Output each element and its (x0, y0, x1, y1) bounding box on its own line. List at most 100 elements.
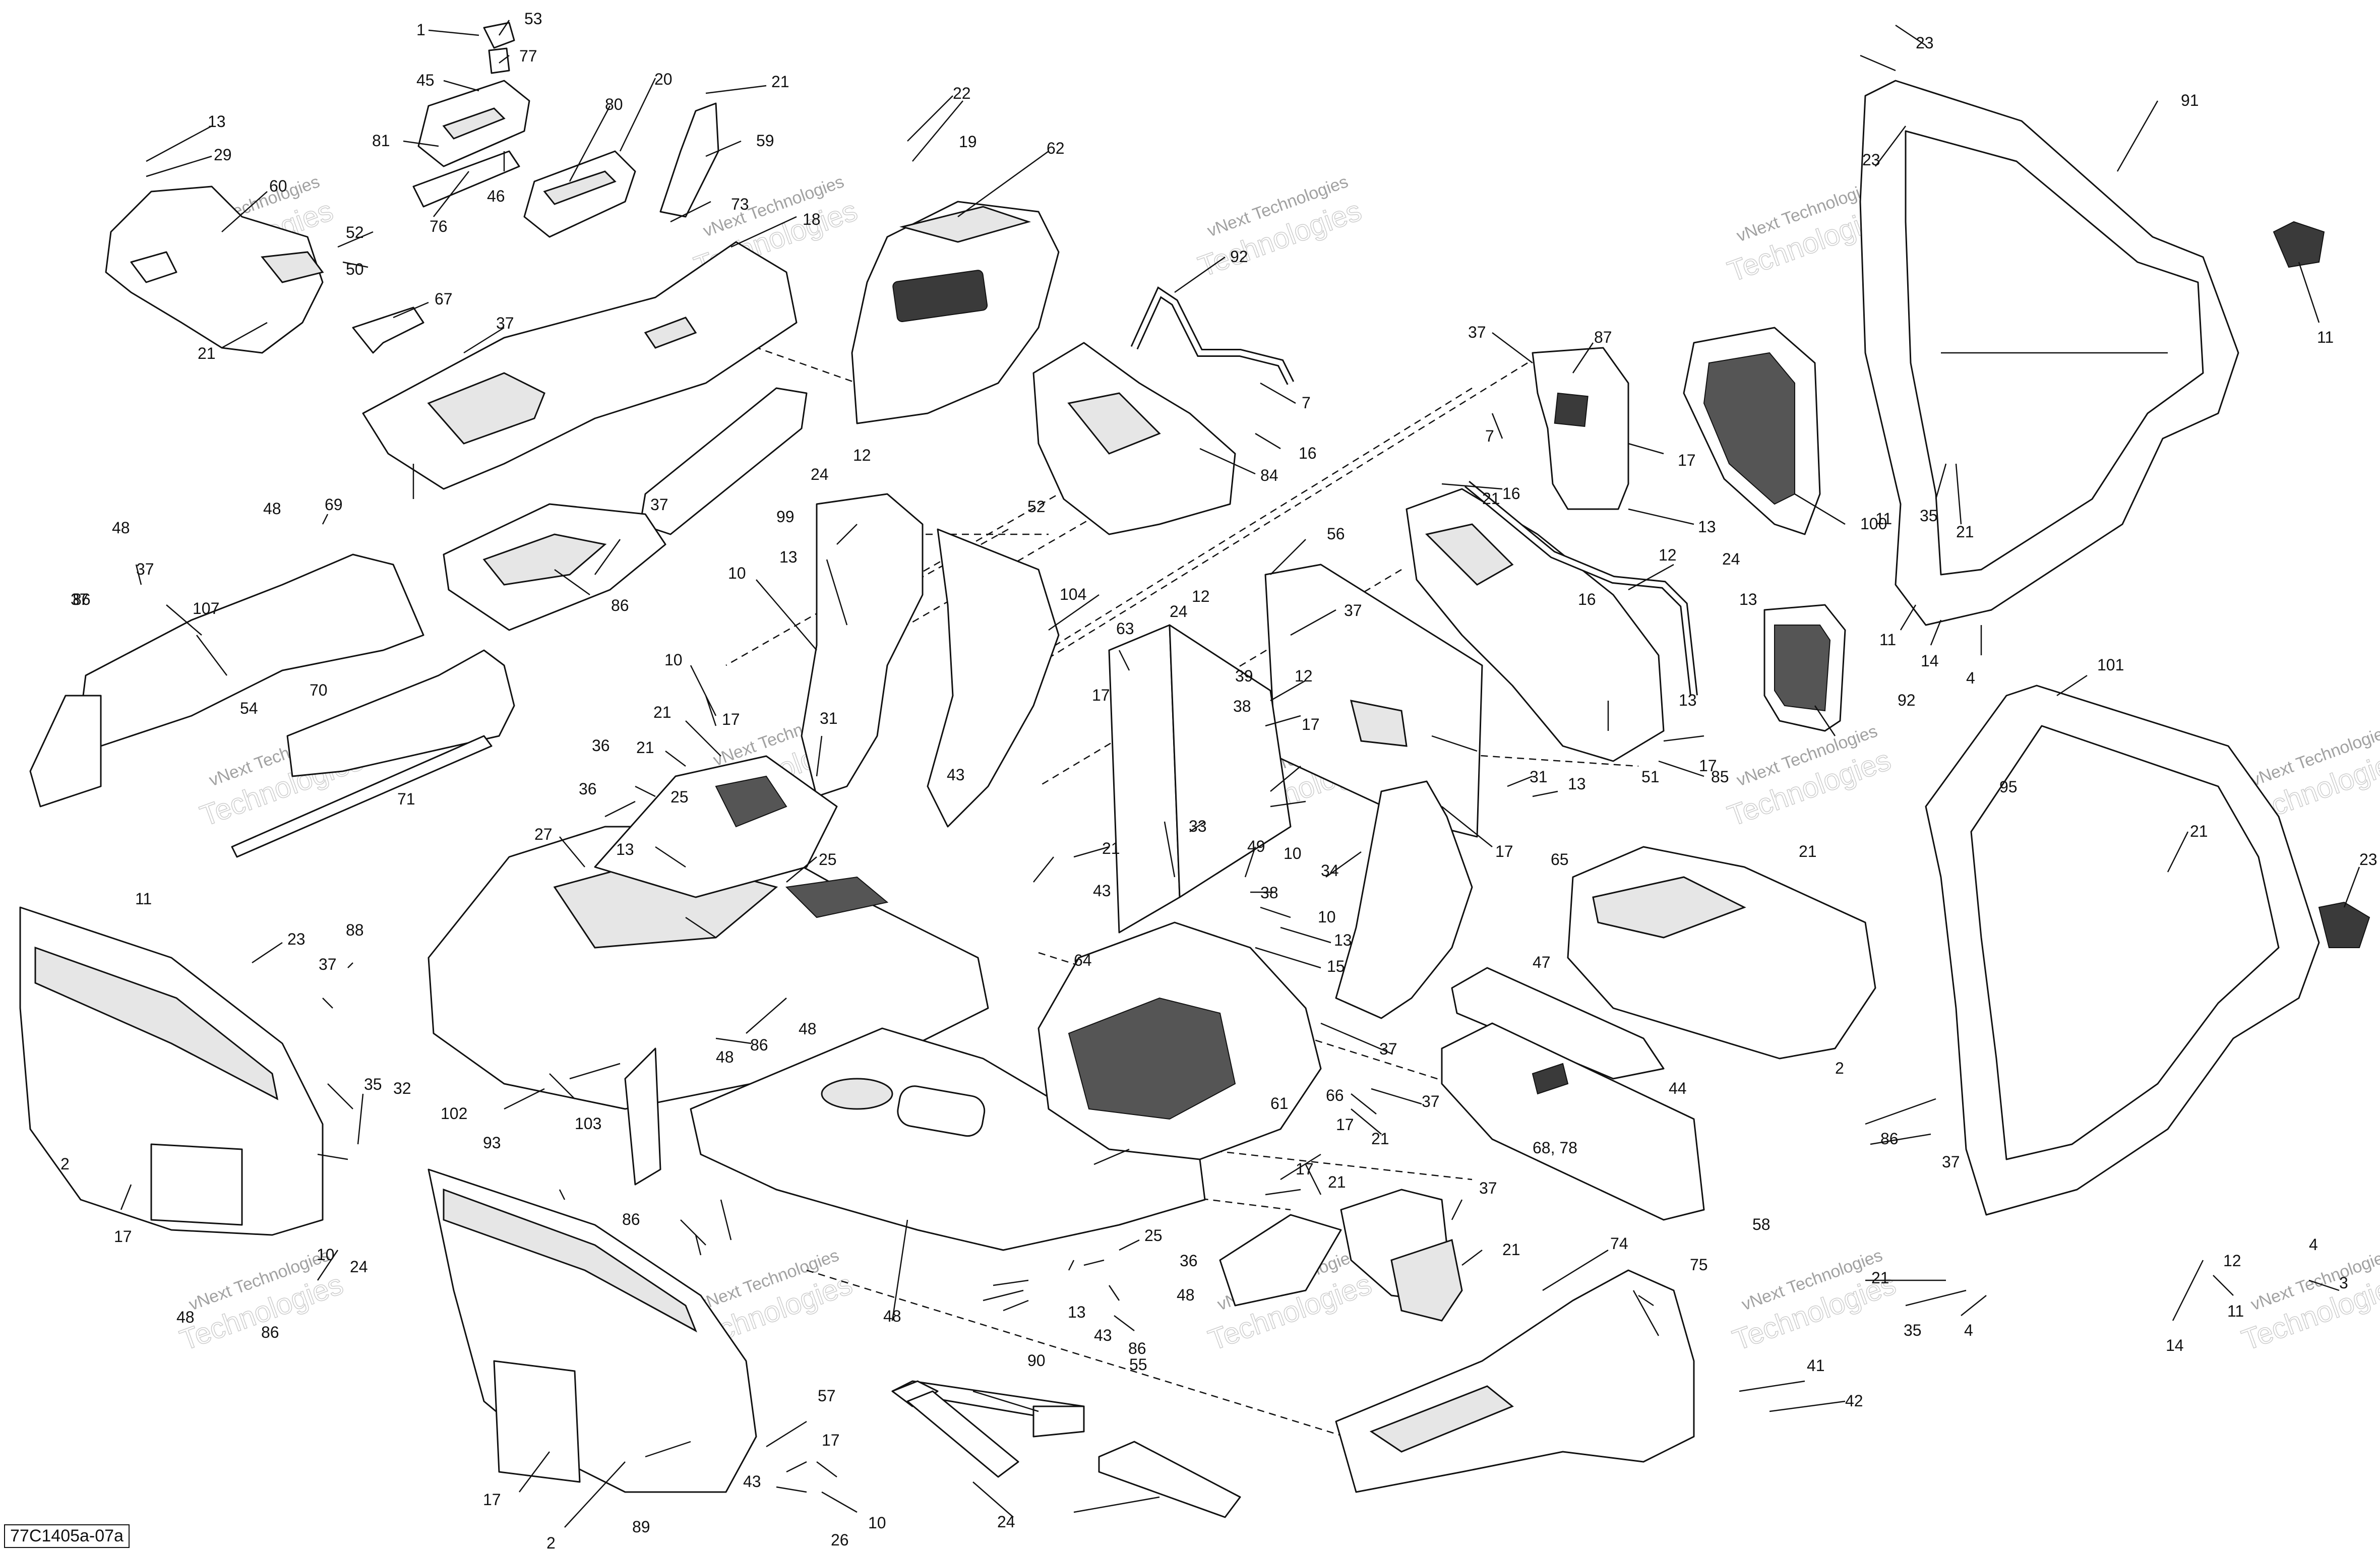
callout-label: 12 (1659, 546, 1677, 564)
callout-labels: 1 53 77 45 81 80 20 21 59 76 46 13 29 60… (60, 10, 2377, 1549)
door-panel-89 (428, 1168, 757, 1493)
callout-label: 21 (653, 703, 672, 721)
callout-label: 86 (1880, 1130, 1899, 1148)
firewall-panel-56 (1264, 564, 1483, 838)
callout-label: 17 (114, 1227, 132, 1246)
callout-label: 84 (1260, 466, 1278, 484)
callout-label: 17 (1092, 686, 1110, 704)
callout-label: 36 (579, 780, 597, 798)
callout-label: 76 (430, 217, 448, 235)
callout-label: 21 (1799, 842, 1817, 860)
callout-label: 31 (1530, 768, 1548, 786)
centre-console-18 (362, 241, 798, 490)
callout-label: 4 (1964, 1321, 1973, 1339)
callout-label: 17 (1699, 757, 1717, 775)
callout-label: 21 (1328, 1173, 1346, 1191)
callout-label: 38 (1233, 697, 1251, 715)
callout-label: 12 (2223, 1252, 2241, 1270)
side-panel-24 (1335, 780, 1473, 1019)
callout-label: 73 (731, 195, 749, 213)
callout-label: 85 (1711, 768, 1729, 786)
callout-label: 61 (1270, 1094, 1289, 1112)
mount-plate-87 (1532, 347, 1629, 510)
callout-label: 48 (112, 519, 130, 537)
callout-label: 60 (269, 177, 287, 195)
latch-part-53 (483, 22, 515, 74)
support-rod-92 (1130, 286, 1295, 385)
callout-label: 86 (750, 1036, 768, 1054)
callout-label: 17 (483, 1491, 501, 1509)
callout-label: 10 (317, 1246, 335, 1264)
callout-label: 21 (2190, 822, 2208, 840)
panel-72 (1219, 1214, 1342, 1307)
callout-label: 13 (779, 548, 798, 566)
callout-label: 71 (397, 790, 415, 808)
floor-tub-right-65 (1038, 921, 1322, 1160)
callout-label: 37 (136, 560, 154, 578)
rocker-guard-54 (29, 553, 424, 808)
callout-label: 47 (1533, 953, 1551, 971)
rops-cage-91 (1859, 80, 2325, 626)
callout-label: 2 (60, 1155, 70, 1173)
callout-label: 37 (71, 590, 89, 608)
callout-label: 104 (1060, 585, 1086, 603)
callout-label: 39 (1235, 667, 1253, 685)
step-bar-70 (286, 649, 515, 777)
callout-label: 43 (947, 766, 965, 784)
cab-frame-99 (801, 493, 1060, 828)
callout-label: 34 (1321, 861, 1339, 880)
callout-label: 13 (1698, 518, 1716, 536)
callout-label: 62 (1047, 139, 1065, 157)
callout-label: 90 (1027, 1351, 1046, 1370)
callout-label: 48 (176, 1308, 195, 1326)
callout-label: 17 (1296, 1160, 1314, 1178)
callout-label: 13 (208, 112, 226, 131)
callout-label: 13 (1739, 590, 1757, 608)
callout-label: 35 (1904, 1321, 1922, 1339)
callout-label: 43 (1094, 1326, 1112, 1344)
callout-label: 48 (883, 1307, 901, 1325)
callout-label: 17 (1678, 451, 1696, 469)
callout-label: 48 (263, 500, 281, 518)
callout-label: 27 (534, 825, 553, 843)
callout-label: 80 (605, 95, 623, 113)
callout-label: 45 (416, 71, 435, 89)
callout-label: 21 (1371, 1130, 1389, 1148)
callout-label: 68, 78 (1533, 1139, 1577, 1157)
callout-label: 10 (664, 651, 683, 669)
callout-label: 13 (1068, 1303, 1086, 1321)
callout-label: 15 (1327, 957, 1345, 975)
callout-label: 49 (1247, 837, 1265, 855)
grab-handle-59 (659, 102, 719, 218)
callout-label: 86 (1128, 1339, 1146, 1357)
floor-beam-41 (891, 1380, 1085, 1438)
callout-label: 13 (1568, 775, 1586, 793)
callout-label: 48 (1177, 1286, 1195, 1304)
callout-label: 12 (1192, 587, 1210, 605)
callout-label: 4 (2309, 1235, 2318, 1254)
callout-label: 21 (636, 738, 654, 757)
callout-label: 36 (1180, 1252, 1198, 1270)
callout-label: 14 (1921, 652, 1939, 670)
callout-label: 37 (650, 495, 668, 514)
floor-tub-left-64 (428, 755, 989, 1110)
callout-label: 37 (1479, 1179, 1497, 1197)
callout-label: 24 (350, 1258, 368, 1276)
rear-wall-63 (1108, 624, 1292, 934)
callout-label: 21 (198, 344, 216, 362)
callout-label: 7 (1485, 427, 1494, 445)
rocker-guard-61 (1441, 1022, 1705, 1221)
callout-label: 13 (1334, 931, 1352, 949)
dash-end-cap-60 (105, 185, 324, 354)
callout-label: 11 (135, 890, 152, 908)
callout-label: 12 (1295, 667, 1313, 685)
door-panel-left-88 (19, 906, 324, 1236)
callout-label: 88 (346, 921, 364, 939)
callout-label: 22 (953, 84, 971, 102)
storage-box-58 (1567, 846, 1876, 1060)
callout-label: 55 (1129, 1355, 1147, 1374)
callout-label: 58 (1752, 1215, 1771, 1233)
callout-label: 2 (1835, 1059, 1844, 1077)
callout-label: 67 (435, 290, 453, 308)
callout-label: 103 (575, 1114, 601, 1133)
